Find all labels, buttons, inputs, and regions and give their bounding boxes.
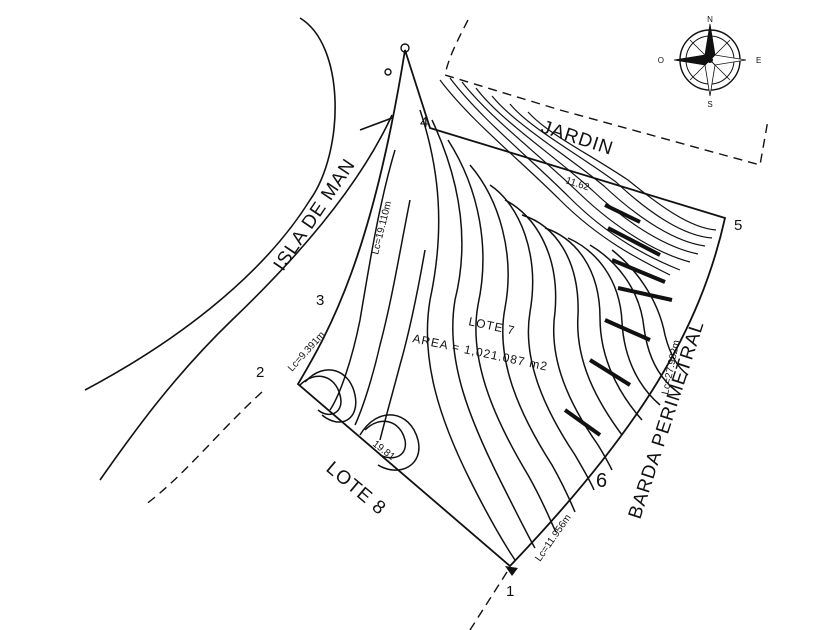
contour-line xyxy=(527,111,717,231)
contour-line xyxy=(567,237,661,406)
setback-line-south xyxy=(469,571,508,630)
street-name-label: ISLA DE MAN xyxy=(270,155,360,275)
vertex-4-label: 4 xyxy=(420,114,428,131)
contour-line xyxy=(359,414,420,471)
segment-dim-south: 19.81 xyxy=(370,439,397,463)
contour-line xyxy=(509,103,713,239)
contour-line xyxy=(329,149,396,411)
contour-line xyxy=(304,369,357,423)
road-curve-outer xyxy=(84,17,336,391)
compass-south: S xyxy=(707,100,712,109)
arc-length-west-upper: Lc=19.110m xyxy=(370,200,394,256)
contour-line xyxy=(475,87,699,255)
vertex-2-label: 2 xyxy=(256,364,264,381)
vertex-3-label: 3 xyxy=(316,292,324,309)
contour-line xyxy=(489,184,595,491)
contour-line xyxy=(589,244,676,391)
control-point-marker xyxy=(384,68,392,76)
contour-group-northeast xyxy=(439,77,717,276)
contour-line xyxy=(431,119,536,549)
setback-line-south-west xyxy=(144,391,263,506)
vertex-1-label: 1 xyxy=(506,583,514,600)
vertex-5-label: 5 xyxy=(734,217,742,234)
contour-line xyxy=(449,77,681,271)
hatch-mark xyxy=(607,226,661,257)
control-point-marker xyxy=(400,43,410,53)
boundary-marker xyxy=(505,566,518,576)
hatch-mark xyxy=(563,408,602,437)
compass-east: E xyxy=(756,56,761,65)
contour-line xyxy=(419,109,516,561)
contour-line xyxy=(447,139,557,533)
hatch-mark xyxy=(617,286,673,302)
segment-dim-north: 11.62 xyxy=(564,175,591,193)
contour-line xyxy=(491,95,706,247)
contour-group-main xyxy=(329,109,689,561)
contour-line xyxy=(379,249,426,441)
contour-line xyxy=(439,79,671,276)
hatch-marks-east xyxy=(563,203,673,437)
arc-length-south-east: Lc=11.956m xyxy=(533,513,573,564)
contour-line xyxy=(544,227,643,421)
garden-label: JARDIN xyxy=(538,117,615,160)
road-sidewalk-edge xyxy=(359,117,393,131)
contour-line xyxy=(521,214,623,436)
contour-line xyxy=(299,375,342,416)
compass-north: N xyxy=(707,15,713,24)
contour-line xyxy=(364,420,407,459)
contour-line xyxy=(354,199,411,426)
hatch-mark xyxy=(604,203,641,224)
contour-line xyxy=(469,164,576,513)
contour-group-southwest xyxy=(299,369,420,471)
vertex-6-label: 6 xyxy=(596,470,607,492)
hatch-mark xyxy=(604,318,651,342)
compass-west: O xyxy=(658,56,664,65)
hatch-mark xyxy=(611,258,666,284)
compass-rose-icon: N S E O xyxy=(658,15,762,109)
neighbor-lot-label: LOTE 8 xyxy=(322,458,390,520)
contour-line xyxy=(504,199,613,471)
contour-line xyxy=(461,81,691,263)
lot-label: LOTE 7 xyxy=(467,314,516,338)
lot-boundary xyxy=(296,49,727,568)
wall-label: BARDA PERIMETRAL xyxy=(625,318,709,521)
road-curve-inner xyxy=(99,114,393,481)
hatch-mark xyxy=(588,358,632,387)
